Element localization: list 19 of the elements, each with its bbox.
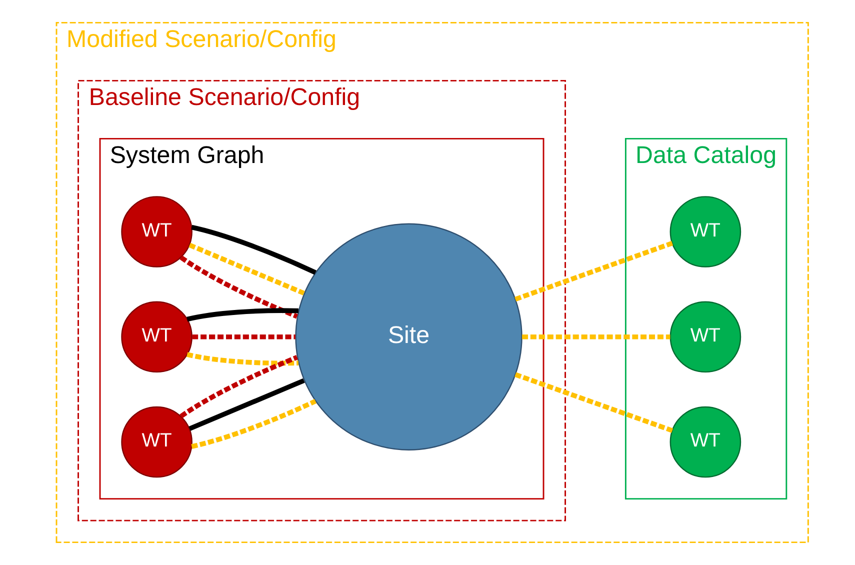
connector: [180, 255, 298, 319]
connector: [186, 352, 298, 366]
connector: [191, 398, 316, 449]
connector: [188, 242, 305, 296]
connector: [180, 355, 298, 418]
node-circle: WT: [670, 406, 742, 478]
connector: [514, 372, 674, 433]
node-circle: WT: [670, 196, 742, 268]
node-circle: WT: [121, 406, 192, 478]
connector: [514, 240, 674, 302]
connector: [522, 334, 670, 340]
connector: [192, 334, 296, 340]
connector: [191, 224, 316, 275]
connector: [186, 308, 298, 322]
node-circle: WT: [121, 301, 192, 373]
connector: [188, 378, 305, 431]
node-circle: Site: [295, 223, 522, 450]
node-circle: WT: [670, 301, 742, 373]
node-circle: WT: [121, 196, 192, 268]
